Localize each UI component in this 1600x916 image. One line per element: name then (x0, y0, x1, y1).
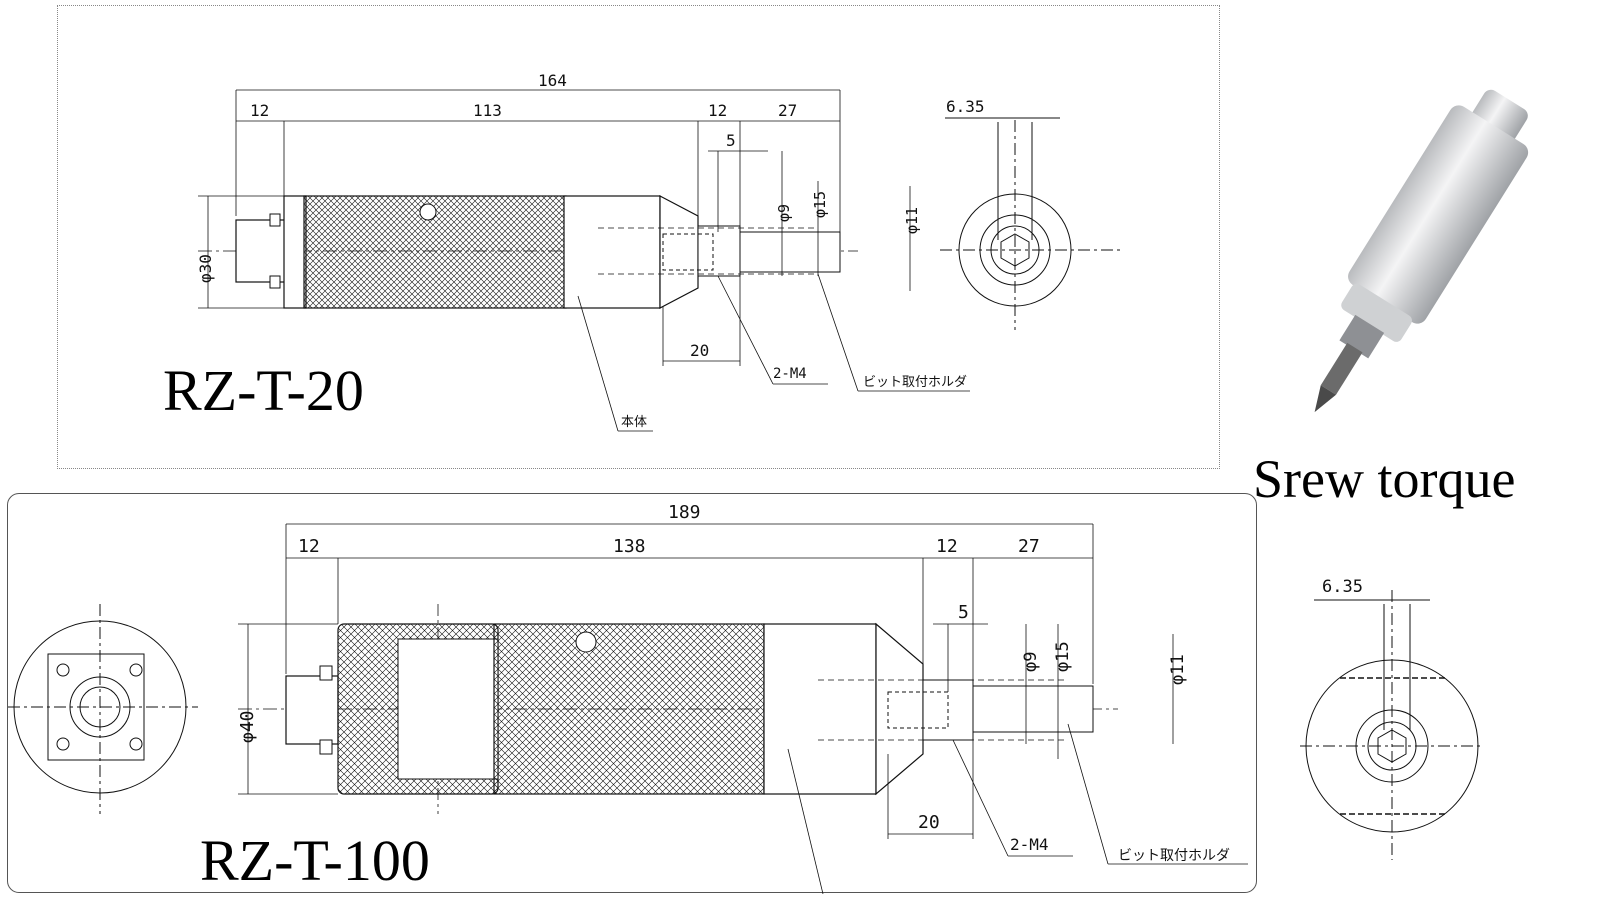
label-2-m4: 2-M4 (773, 366, 807, 382)
dim-dia-11: φ11 (903, 207, 921, 234)
dim-113: 113 (473, 101, 502, 120)
dim-dia-9: φ9 (775, 204, 793, 222)
side-view-rz-t-20: 164 12 113 12 27 5 φ30 φ9 φ15 φ11 20 2-M… (196, 71, 970, 432)
dim-dia-15: φ15 (1053, 641, 1073, 672)
dim-12-left: 12 (298, 536, 320, 557)
dim-5: 5 (958, 602, 969, 623)
label-body: 本体 (621, 415, 647, 430)
dim-end-6-35: 6.35 (1322, 577, 1363, 597)
dim-20: 20 (690, 341, 709, 360)
side-view-rz-t-100: 189 12 138 12 27 5 φ40 φ9 φ15 φ11 20 2-M… (8, 502, 1248, 895)
dim-dia-40: φ40 (237, 710, 258, 743)
label-bit-holder: ビット取付ホルダ (1118, 848, 1230, 864)
label-2-m4: 2-M4 (1010, 835, 1049, 854)
dim-overall: 164 (538, 71, 567, 90)
dim-12-right: 12 (936, 536, 958, 557)
dim-5: 5 (726, 131, 736, 150)
end-view-rz-t-100: 6.35 (1300, 577, 1480, 860)
drawing-panel-rz-t-100: 189 12 138 12 27 5 φ40 φ9 φ15 φ11 20 2-M… (7, 493, 1257, 895)
dim-138: 138 (613, 536, 646, 557)
label-bit-holder: ビット取付ホルダ (863, 375, 967, 390)
end-view-rz-t-20: 6.35 (940, 97, 1120, 330)
drawing-panel-rz-t-20: 164 12 113 12 27 5 φ30 φ9 φ15 φ11 20 2-M… (57, 5, 1220, 469)
dim-12-right: 12 (708, 101, 727, 120)
dim-27: 27 (1018, 536, 1040, 557)
dim-end-6-35: 6.35 (946, 97, 985, 116)
model-title-rz-t-20: RZ-T-20 (163, 358, 364, 423)
photo-caption: Srew torque (1253, 449, 1516, 509)
model-title-rz-t-100: RZ-T-100 (200, 828, 430, 893)
dim-overall: 189 (668, 502, 701, 523)
product-photo (1314, 89, 1529, 413)
dim-12-left: 12 (250, 101, 269, 120)
dim-20: 20 (918, 812, 940, 833)
dim-dia-15: φ15 (811, 191, 829, 218)
dim-27: 27 (778, 101, 797, 120)
dim-dia-30: φ30 (196, 254, 215, 283)
end-view-connector-rz-t-100 (8, 604, 198, 814)
dim-dia-11: φ11 (1168, 654, 1188, 685)
dim-dia-9: φ9 (1021, 652, 1041, 672)
